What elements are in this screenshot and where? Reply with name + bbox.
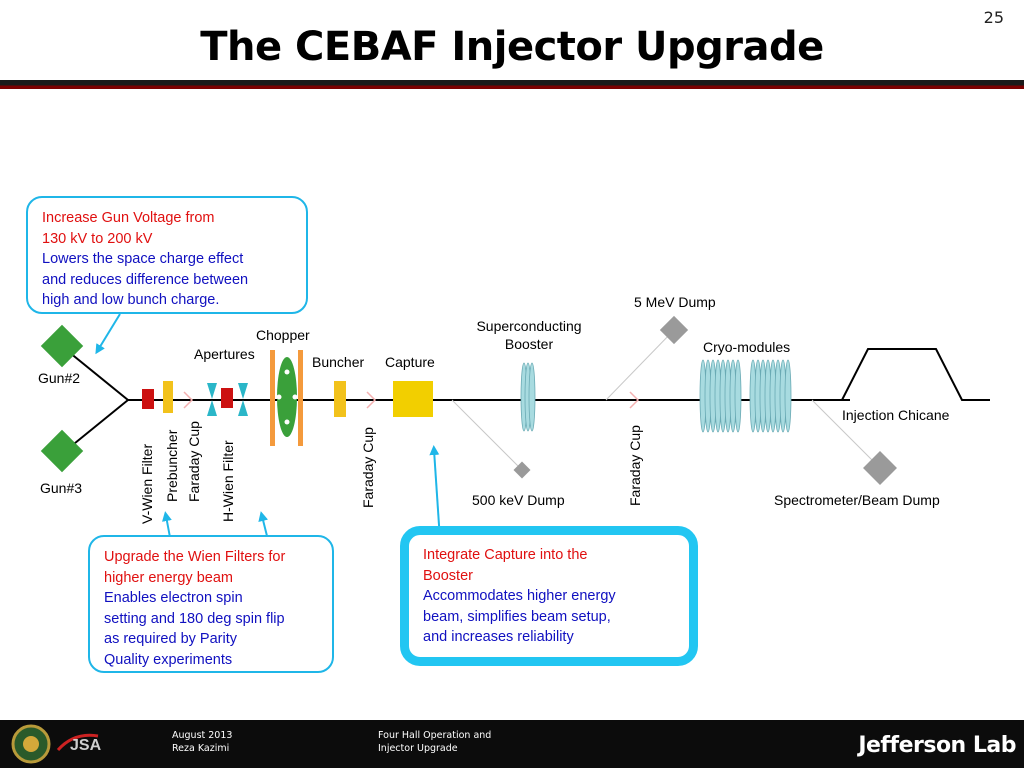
footer-bar [0, 720, 1024, 768]
wien-callout-blue-line: setting and 180 deg spin flip [104, 610, 285, 627]
chopper-cavity-icon [277, 357, 297, 437]
gun-callout-blue-line: high and low bunch charge. [42, 292, 220, 308]
injection-chicane-line [820, 348, 990, 401]
booster-label-line1: Superconducting [476, 318, 582, 334]
wien-callout-red-line: Upgrade the Wien Filters for [104, 549, 286, 565]
prebuncher-icon [163, 381, 173, 413]
v-wien-filter-icon [142, 389, 154, 409]
gun3-icon [40, 429, 84, 473]
capture-icon [393, 381, 433, 417]
wien-filter-callout: Upgrade the Wien Filters for higher ener… [88, 535, 334, 673]
gun2-label: Gun#2 [38, 370, 81, 386]
aperture-1-icon [207, 383, 217, 416]
spectrometer-label: Spectrometer/Beam Dump [774, 492, 940, 508]
buncher-label: Buncher [312, 354, 365, 370]
booster-cavity-3 [528, 362, 536, 432]
v-wien-filter-label: V-Wien Filter [139, 443, 155, 524]
apertures-label: Apertures [194, 346, 255, 362]
wien-callout-blue-line: Enables electron spin [104, 590, 243, 606]
injector-diagram [40, 313, 990, 549]
capture-callout-blue-line: beam, simplifies beam setup, [423, 608, 611, 625]
dump-5mev-icon [659, 315, 689, 345]
gun-callout-arrow [95, 313, 121, 355]
dump-500kev-label: 500 keV Dump [472, 492, 565, 508]
footer-author: Reza Kazimi [172, 743, 230, 754]
faraday-cup-1-icon [183, 391, 194, 409]
footer-logos: JSA [11, 724, 102, 764]
wien-callout-red-line: higher energy beam [104, 569, 233, 586]
gun-callout-blue-line: and reduces difference between [42, 271, 249, 288]
slide-number: 25 [983, 8, 1004, 27]
prebuncher-label: Prebuncher [164, 429, 180, 502]
capture-label: Capture [385, 354, 435, 370]
cryomodule-cavity [784, 359, 792, 433]
dump-5mev-line [605, 329, 675, 401]
buncher-icon [334, 381, 346, 417]
gun2-icon [40, 324, 84, 368]
cryomodules-label: Cryo-modules [703, 339, 791, 355]
faraday-cup-2-icon [366, 391, 377, 409]
footer-talk-title-1: Four Hall Operation and [378, 730, 492, 741]
slide-title: The CEBAF Injector Upgrade [200, 24, 824, 70]
cryomodule-cavity [734, 359, 742, 433]
spectrometer-dump-icon [863, 451, 897, 485]
gun3-label: Gun#3 [40, 480, 83, 496]
jsa-swoosh-icon [56, 733, 99, 752]
gun2-branch [63, 347, 129, 401]
footer-talk-title-2: Injector Upgrade [378, 743, 458, 754]
dump-5mev-label: 5 MeV Dump [634, 294, 716, 310]
capture-booster-callout: Integrate Capture into the Booster Accom… [400, 526, 698, 666]
gun-voltage-callout: Increase Gun Voltage from 130 kV to 200 … [26, 196, 308, 314]
aperture-2-icon [238, 383, 248, 416]
h-wien-filter-icon [221, 388, 233, 408]
capture-callout-red-line: Booster [423, 567, 473, 584]
gun-callout-red-line: Increase Gun Voltage from [42, 210, 215, 226]
faraday-cup-2-label: Faraday Cup [360, 427, 376, 508]
capture-callout-blue-line: and increases reliability [423, 629, 574, 645]
faraday-cup-3-icon [629, 391, 640, 409]
chopper-label: Chopper [256, 327, 310, 343]
jefferson-lab-logo: Jefferson Lab [858, 733, 1016, 758]
chopper-bar-left-icon [270, 350, 275, 446]
booster-label-line2: Booster [504, 336, 554, 352]
chopper-bar-right-icon [298, 350, 303, 446]
capture-callout-arrow [429, 445, 441, 541]
spectrometer-line [811, 399, 881, 469]
gun-callout-red-line: 130 kV to 200 kV [42, 230, 153, 247]
faraday-cup-1-label: Faraday Cup [186, 421, 202, 502]
faraday-cup-3-label: Faraday Cup [627, 425, 643, 506]
capture-callout-red-line: Integrate Capture into the [423, 547, 588, 563]
gun-callout-blue-line: Lowers the space charge effect [42, 251, 244, 267]
wien-callout-blue-line: as required by Parity [104, 631, 237, 647]
footer-date: August 2013 [172, 730, 233, 741]
wien-callout-blue-line: Quality experiments [104, 651, 233, 668]
dump-500kev-icon [513, 461, 531, 479]
cryomodules-icon [699, 359, 792, 433]
capture-callout-blue-line: Accommodates higher energy [423, 588, 616, 604]
title-divider [0, 80, 1024, 89]
injection-chicane-label: Injection Chicane [842, 407, 950, 423]
h-wien-filter-label: H-Wien Filter [220, 440, 236, 522]
dump-500kev-line [451, 399, 523, 471]
jsa-logo-text: JSA [70, 737, 102, 754]
